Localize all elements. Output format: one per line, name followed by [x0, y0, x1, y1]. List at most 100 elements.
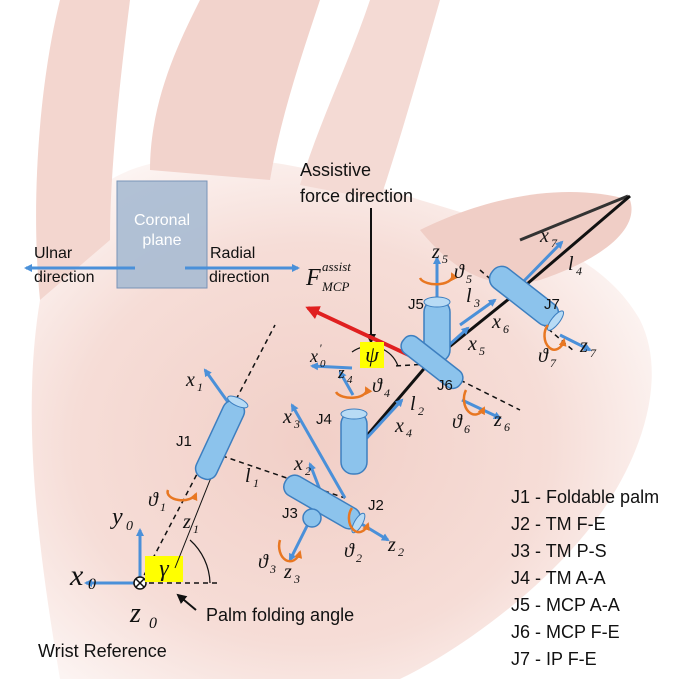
- svg-text:3: 3: [293, 417, 300, 431]
- svg-text:6: 6: [504, 420, 510, 434]
- svg-text:x: x: [185, 369, 195, 391]
- svg-text:0: 0: [88, 576, 96, 593]
- joint-labels: J1 J2 J3 J4 J5 J6 J7: [176, 296, 560, 522]
- y0-label: y: [110, 504, 123, 530]
- x0prime-axis: [310, 362, 353, 371]
- z4-axis: [338, 370, 355, 396]
- svg-text:2: 2: [305, 464, 311, 478]
- svg-text:ϑ: ϑ: [538, 345, 549, 367]
- force-subscript: MCP: [321, 279, 350, 294]
- svg-text:1: 1: [197, 380, 203, 394]
- wrist-reference-label: Wrist Reference: [38, 641, 167, 661]
- j7-label: J7: [544, 296, 560, 313]
- svg-text:0: 0: [149, 615, 157, 632]
- legend-item: J4 - TM A-A: [511, 568, 606, 588]
- radial-label-2: direction: [209, 269, 269, 286]
- x0-label: x: [69, 559, 84, 592]
- svg-text:l: l: [410, 393, 416, 415]
- svg-text:ϑ: ϑ: [148, 489, 159, 511]
- x7-axis: [518, 240, 564, 287]
- j4-cylinder: [340, 411, 368, 475]
- joint-j2-j3: [277, 403, 390, 563]
- x1-axis: [203, 368, 232, 406]
- svg-text:l: l: [245, 465, 251, 487]
- j6-cylinder: [400, 334, 464, 390]
- theta1-rotation-icon: [166, 489, 198, 502]
- svg-text:1: 1: [160, 500, 166, 514]
- svg-text:4: 4: [576, 264, 582, 278]
- x4-axis: [363, 398, 404, 442]
- coronal-label-2: plane: [142, 232, 181, 249]
- svg-text:3: 3: [269, 562, 276, 576]
- z0-label: z: [129, 598, 141, 629]
- x2-axis: [308, 462, 322, 491]
- j6-label: J6: [437, 377, 453, 394]
- gamma-highlight: [145, 556, 183, 582]
- svg-text:x: x: [282, 406, 292, 428]
- svg-text:4: 4: [406, 426, 412, 440]
- theta7-rotation-icon: [543, 324, 567, 351]
- svg-text:ϑ: ϑ: [452, 411, 463, 433]
- theta5-rotation-icon: [418, 272, 459, 286]
- z7-axis: [559, 333, 592, 352]
- z3-axis: [288, 519, 312, 562]
- svg-text:1: 1: [253, 476, 259, 490]
- legend-item: J5 - MCP A-A: [511, 595, 620, 615]
- psi-symbol: ψ: [365, 342, 379, 367]
- svg-text:x: x: [309, 346, 318, 366]
- svg-text:z: z: [387, 534, 396, 556]
- svg-text:x: x: [467, 333, 477, 355]
- svg-text:7: 7: [590, 346, 597, 360]
- fold-angle-pointer: [176, 593, 197, 611]
- x6-axis: [459, 298, 497, 327]
- legend-item: J1 - Foldable palm: [511, 487, 659, 507]
- j3-cylinder: [302, 508, 322, 528]
- joint-j7: [488, 240, 592, 352]
- ulnar-label-2: direction: [34, 269, 94, 286]
- coronal-label-1: Coronal: [134, 212, 190, 229]
- j3-label: J3: [282, 505, 298, 522]
- theta6-rotation-icon: [462, 389, 486, 416]
- assistive-label-2: force direction: [300, 186, 413, 206]
- wrist-frame: x 0 y 0 z 0 γ Palm folding angle Wrist R…: [38, 504, 354, 661]
- svg-text:ϑ: ϑ: [258, 551, 269, 573]
- svg-text:': ': [319, 341, 322, 355]
- svg-text:x: x: [394, 415, 404, 437]
- svg-text:7: 7: [551, 236, 558, 250]
- j1-label: J1: [176, 433, 192, 450]
- svg-text:3: 3: [473, 296, 480, 310]
- svg-text:l: l: [568, 253, 574, 275]
- legend-item: J6 - MCP F-E: [511, 622, 620, 642]
- theta4-rotation-icon: [334, 386, 373, 400]
- svg-text:7: 7: [550, 356, 557, 370]
- gamma-symbol: γ: [159, 556, 169, 582]
- svg-text:z: z: [182, 511, 191, 533]
- theta3-rotation-icon: [277, 539, 303, 563]
- svg-text:5: 5: [479, 344, 485, 358]
- svg-text:2: 2: [418, 404, 424, 418]
- joint-j5-j6: [400, 256, 502, 420]
- svg-text:3: 3: [293, 572, 300, 586]
